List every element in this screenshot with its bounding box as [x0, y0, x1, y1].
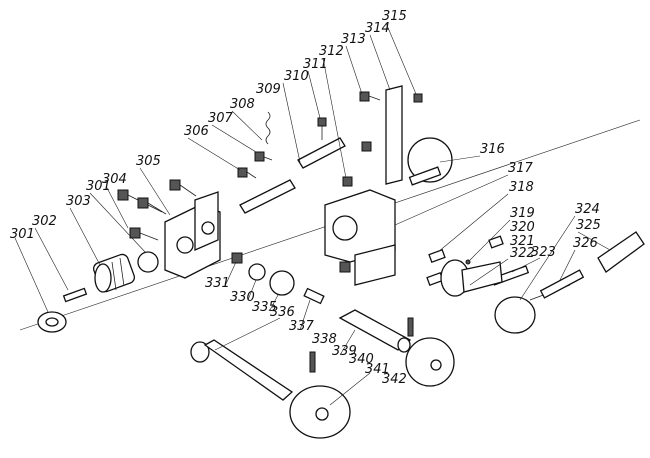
label-340: 340 [349, 352, 374, 367]
part-302-key [62, 287, 88, 303]
label-309: 309 [256, 82, 281, 97]
label-310: 310 [284, 69, 309, 84]
part-339-shaft [338, 309, 412, 353]
part-317-clamp-block [324, 189, 396, 286]
label-339: 339 [332, 344, 357, 359]
part-pin [407, 317, 414, 337]
part-screw [339, 261, 351, 273]
label-331: 331 [205, 276, 230, 291]
label-314: 314 [365, 21, 390, 36]
label-308: 308 [230, 97, 255, 112]
label-335: 335 [252, 300, 277, 315]
label-338: 338 [312, 332, 337, 347]
part-330-337-small [231, 252, 325, 305]
part-306-308-screws [237, 111, 273, 179]
label-320: 320 [510, 220, 535, 235]
label-311: 311 [303, 57, 328, 72]
label-316: 316 [480, 142, 505, 157]
part-338-pin [309, 351, 316, 373]
part-314-bar [385, 85, 403, 185]
part-325-handle [597, 231, 645, 273]
part-315-screw [413, 93, 423, 103]
part-310-plate [239, 179, 296, 214]
label-323: 323 [531, 245, 556, 260]
label-301: 301 [10, 227, 35, 242]
label-304: 304 [102, 172, 127, 187]
label-341: 341 [365, 362, 390, 377]
label-305: 305 [136, 154, 161, 169]
part-flanged-shaft [440, 259, 503, 297]
label-330: 330 [230, 290, 255, 305]
part-340-gear [289, 385, 351, 439]
label-342: 342 [382, 372, 407, 387]
part-labels: 301 302 303 301 304 305 306 307 308 309 … [10, 9, 601, 387]
leader-lines [14, 22, 611, 406]
part-316-cam [407, 137, 453, 186]
part-311-313-screws [317, 91, 381, 187]
label-303: 303 [66, 194, 91, 209]
part-301-washer [37, 311, 67, 333]
label-321: 321 [510, 234, 535, 249]
part-303-worm [92, 253, 136, 293]
label-307: 307 [208, 111, 234, 126]
part-301-bushing [137, 251, 159, 273]
part-326-stem [539, 269, 585, 299]
part-305-bracket [164, 191, 221, 279]
label-324: 324 [575, 202, 600, 217]
part-310-link [297, 137, 346, 169]
label-306: 306 [184, 124, 209, 139]
label-312: 312 [319, 44, 344, 59]
label-317: 317 [508, 161, 534, 176]
label-313: 313 [341, 32, 366, 47]
label-337: 337 [289, 319, 315, 334]
label-326: 326 [573, 236, 598, 251]
label-319: 319 [510, 206, 535, 221]
label-322: 322 [510, 246, 535, 261]
label-315: 315 [382, 9, 407, 24]
label-302: 302 [32, 214, 57, 229]
part-304-screws [117, 179, 197, 241]
label-301-second: 301 [86, 179, 111, 194]
part-324-ball-knob [494, 284, 571, 334]
part-336-splined-shaft [190, 339, 294, 401]
part-gear-right [405, 337, 455, 387]
label-336: 336 [270, 305, 295, 320]
label-325: 325 [576, 218, 601, 233]
label-318: 318 [509, 180, 534, 195]
